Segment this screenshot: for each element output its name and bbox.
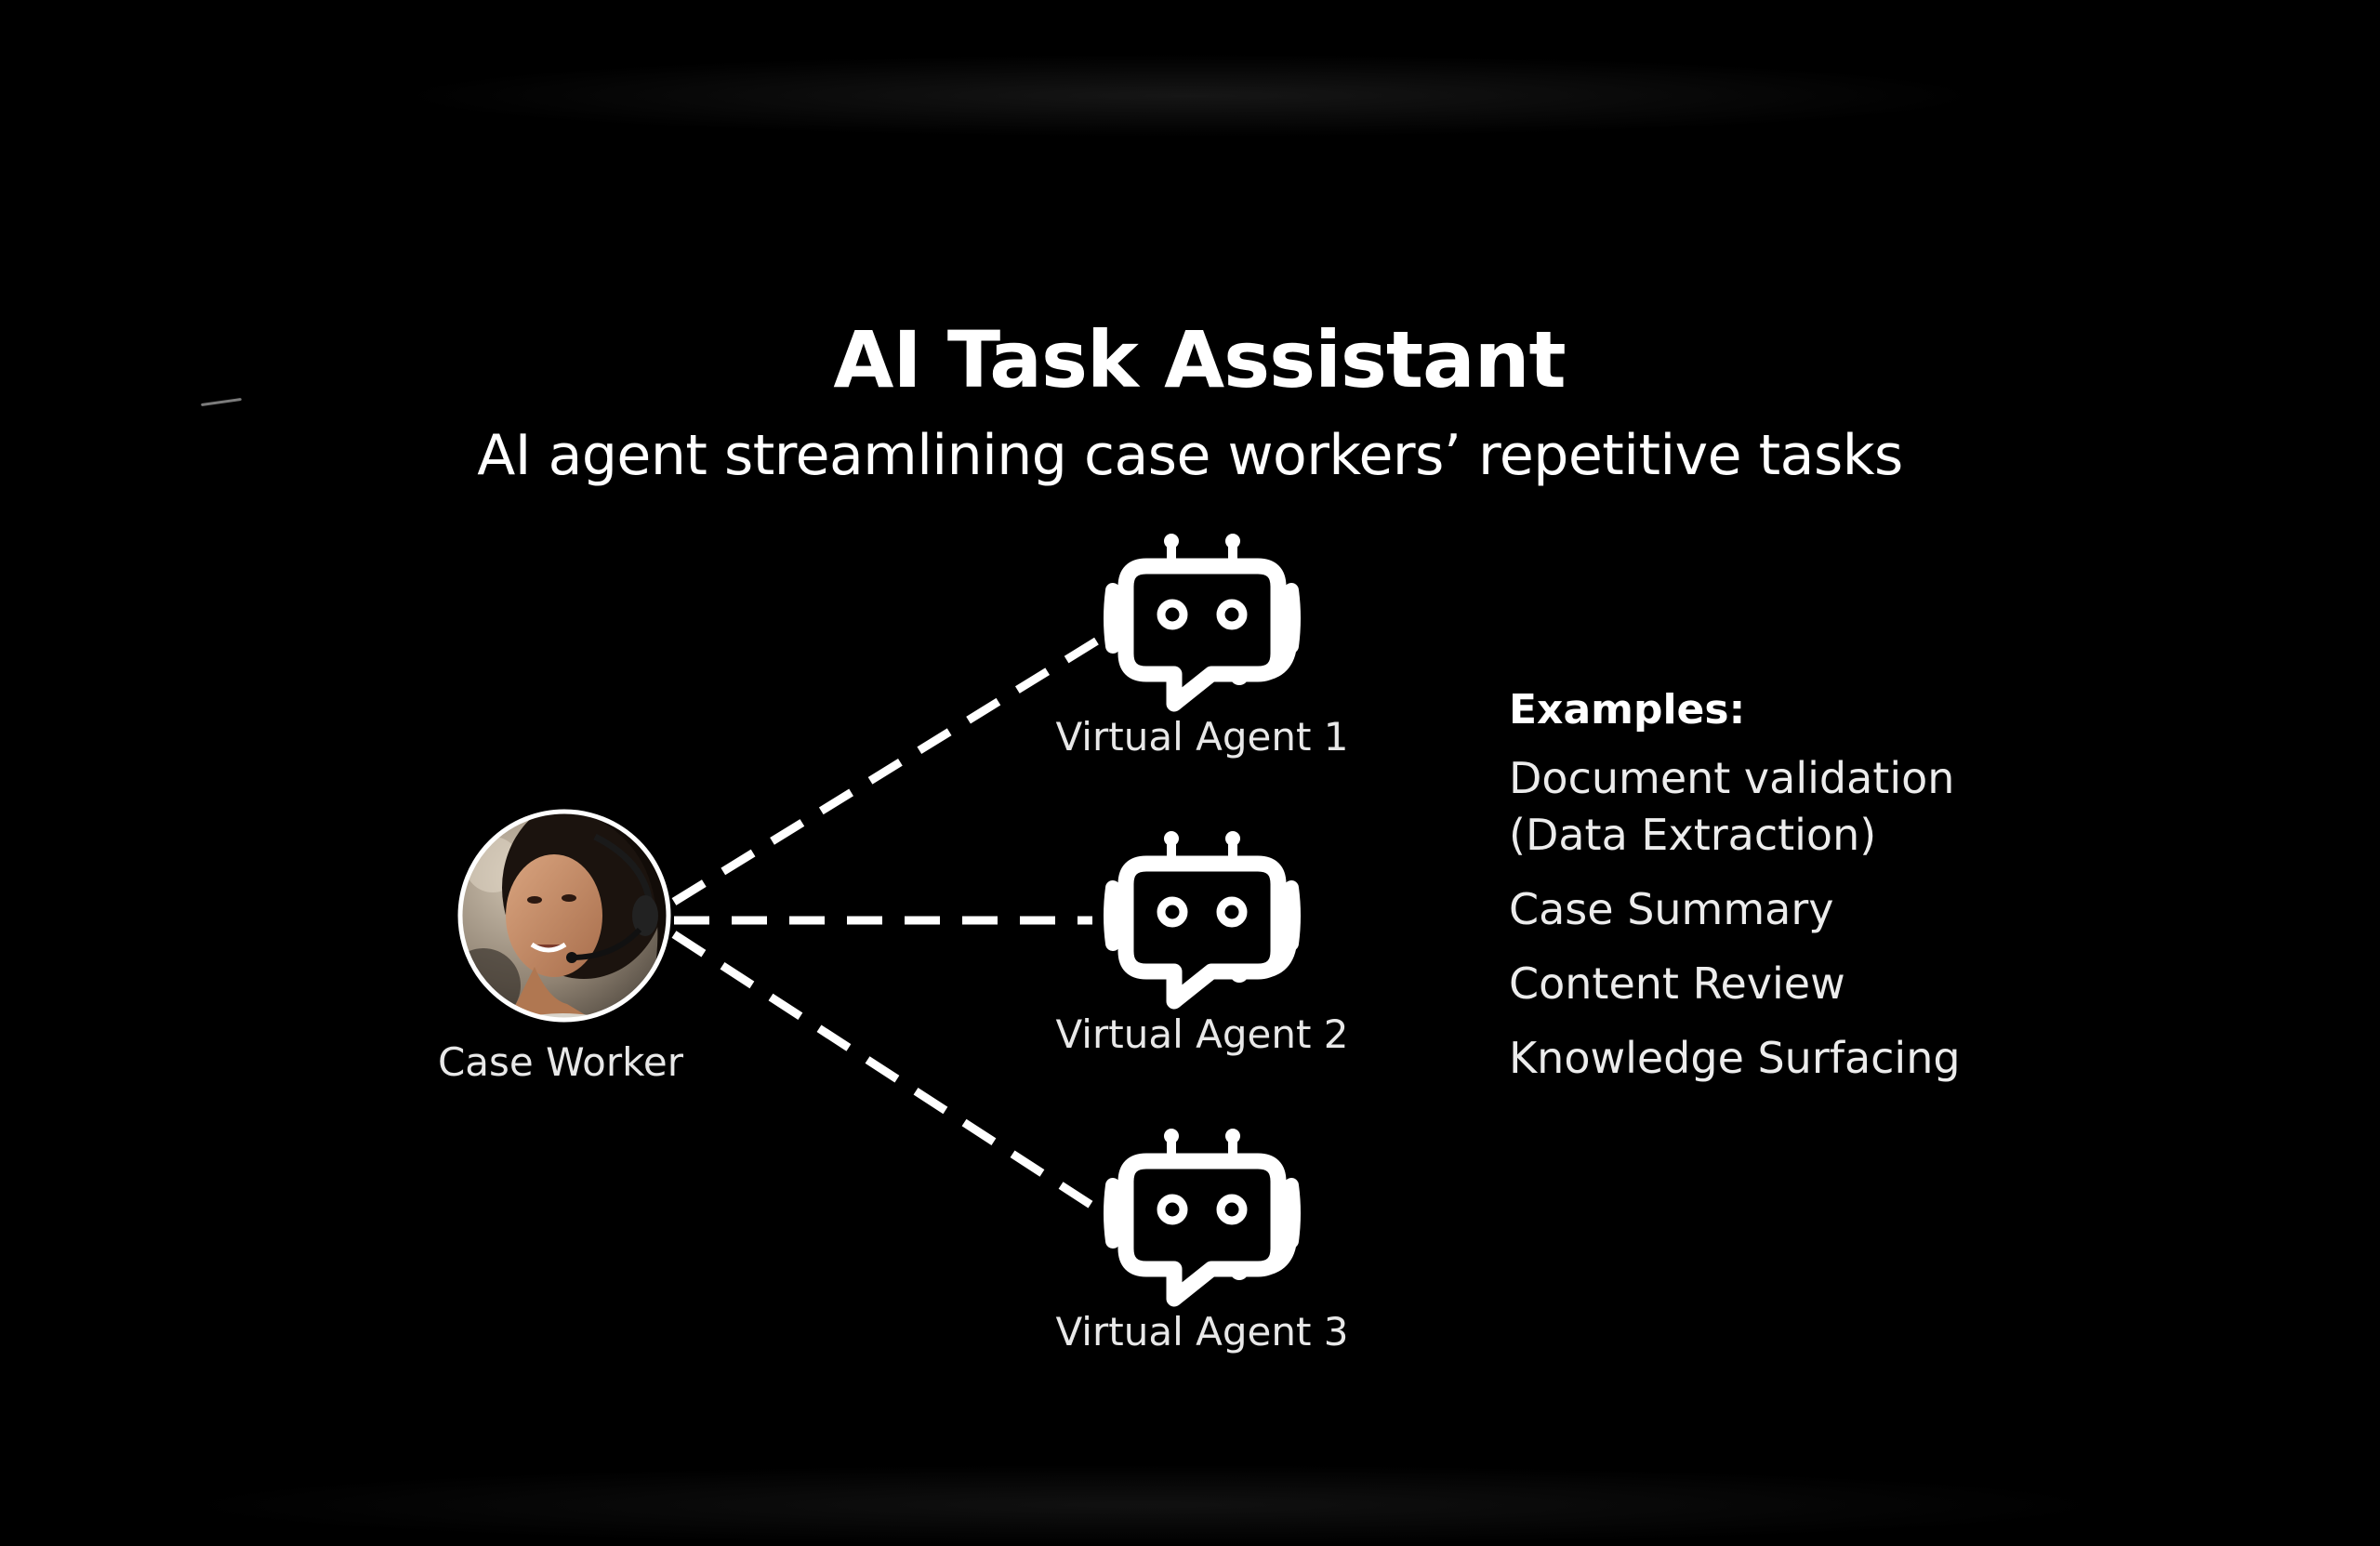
connector-to-agent-1	[671, 628, 1114, 905]
case-worker-avatar	[457, 809, 671, 1023]
virtual-agent-2-label: Virtual Agent 2	[1055, 1011, 1349, 1057]
virtual-agent-1-label: Virtual Agent 1	[1055, 714, 1349, 760]
example-item: Document validation(Data Extraction)	[1509, 753, 1955, 860]
robot-chat-headset-icon	[1111, 534, 1293, 704]
virtual-agent-3-label: Virtual Agent 3	[1055, 1309, 1349, 1354]
slide-subtitle: AI agent streamlining case workers’ repe…	[477, 423, 1903, 488]
example-item: Case Summary	[1509, 884, 1834, 934]
robot-chat-headset-icon	[1111, 1129, 1293, 1299]
connector-to-agent-3	[671, 931, 1114, 1222]
robot-chat-headset-icon	[1111, 831, 1293, 1001]
slide-title: AI Task Assistant	[833, 314, 1566, 405]
examples-list: Examples: Document validation(Data Extra…	[1509, 686, 2234, 1104]
bottom-vignette	[167, 1464, 2120, 1546]
example-item: Content Review	[1509, 958, 1845, 1009]
example-item: Knowledge Surfacing	[1509, 1033, 1961, 1083]
examples-heading: Examples:	[1509, 686, 1746, 733]
top-vignette	[390, 54, 1990, 138]
case-worker-label: Case Worker	[437, 1039, 684, 1085]
